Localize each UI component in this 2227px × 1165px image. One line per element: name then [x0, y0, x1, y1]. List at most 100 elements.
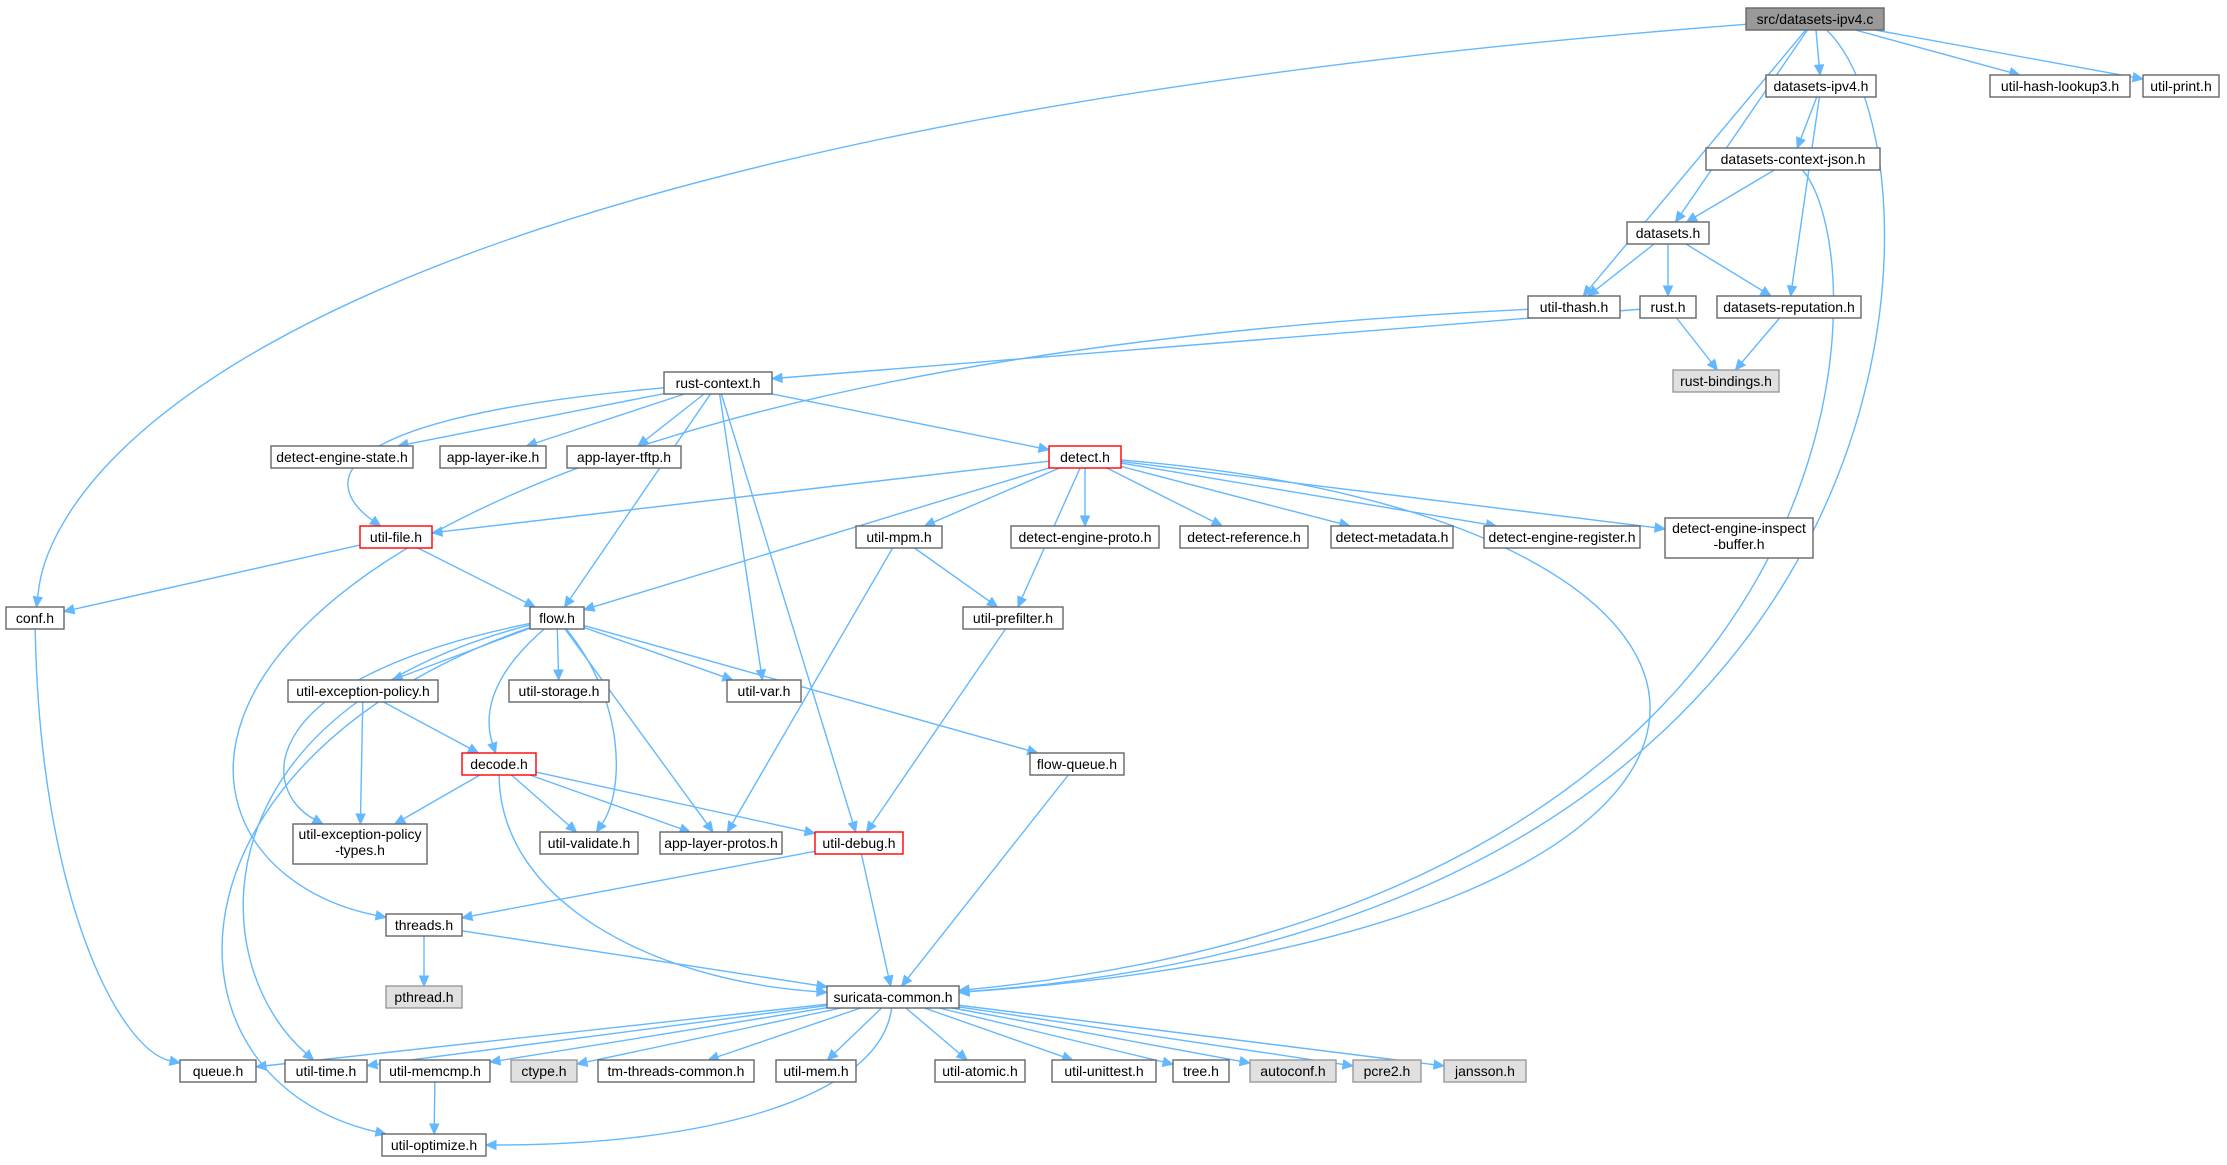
node-umem[interactable]: util-mem.h — [775, 1059, 857, 1083]
node-box — [566, 445, 682, 469]
edge-common-to-pcre2 — [958, 1006, 1355, 1070]
node-label: util-var.h — [738, 683, 791, 699]
arrowhead-icon — [374, 910, 388, 921]
node-common[interactable]: suricata-common.h — [826, 985, 960, 1009]
node-autoconf: autoconf.h — [1249, 1059, 1337, 1083]
node-label: flow.h — [539, 610, 575, 626]
node-label: util-debug.h — [822, 835, 895, 851]
edge-common-to-jansson — [958, 1004, 1446, 1070]
edge-mpm-to-alproto — [726, 547, 894, 834]
edge-line — [968, 169, 1835, 991]
node-print[interactable]: util-print.h — [2142, 74, 2220, 98]
node-tftp[interactable]: app-layer-tftp.h — [566, 445, 682, 469]
edge-line — [376, 1004, 828, 1066]
node-debug[interactable]: util-debug.h — [814, 831, 904, 855]
node-box — [1664, 517, 1814, 559]
node-ike[interactable]: app-layer-ike.h — [439, 445, 547, 469]
arrowhead-icon — [487, 741, 498, 755]
arrowhead-icon — [368, 515, 382, 527]
edge-line — [34, 628, 171, 1062]
node-ds_ipv4_h[interactable]: datasets-ipv4.h — [1765, 74, 1877, 98]
edge-common-to-tree — [938, 1007, 1175, 1067]
node-dproto[interactable]: detect-engine-proto.h — [1010, 525, 1160, 549]
edge-ds_ipv4_h-to-ctxjson — [1796, 96, 1818, 150]
arrowhead-icon — [1079, 515, 1091, 528]
edge-datasets-to-reputation — [1685, 243, 1773, 297]
node-validate[interactable]: util-validate.h — [539, 831, 639, 855]
edge-common-to-utime — [365, 1004, 828, 1070]
arrowhead-icon — [1662, 285, 1674, 298]
node-label: util-time.h — [296, 1063, 357, 1079]
node-storage[interactable]: util-storage.h — [508, 679, 610, 703]
node-optimize[interactable]: util-optimize.h — [381, 1133, 487, 1157]
node-tree[interactable]: tree.h — [1172, 1059, 1230, 1083]
node-label: suricata-common.h — [833, 989, 952, 1005]
arrowhead-icon — [955, 1049, 968, 1061]
node-reputation[interactable]: datasets-reputation.h — [1716, 295, 1862, 319]
node-box — [826, 985, 960, 1009]
edge-detect-to-dinsp — [1120, 460, 1667, 533]
edge-src-to-conf — [32, 23, 1747, 609]
edge-flow-to-utime — [242, 624, 531, 1061]
arrowhead-icon — [311, 814, 325, 825]
node-label: util-mpm.h — [866, 529, 931, 545]
edge-utilfile-to-flow — [417, 547, 537, 608]
edge-src-to-ds_ipv4_h — [1813, 29, 1825, 77]
edge-common-to-ctype — [575, 1007, 842, 1067]
node-var[interactable]: util-var.h — [726, 679, 802, 703]
arrowhead-icon — [466, 743, 480, 754]
node-box — [1483, 525, 1641, 549]
node-rustctx[interactable]: rust-context.h — [663, 371, 773, 395]
node-flow[interactable]: flow.h — [529, 606, 585, 630]
node-dinsp[interactable]: detect-engine-inspect-buffer.h — [1664, 517, 1814, 559]
node-queue[interactable]: queue.h — [179, 1059, 257, 1083]
node-threads[interactable]: threads.h — [385, 913, 463, 937]
node-box — [962, 606, 1064, 630]
node-detect[interactable]: detect.h — [1048, 445, 1122, 469]
node-box — [597, 1059, 755, 1083]
node-exctypes[interactable]: util-exception-policy-types.h — [292, 823, 428, 865]
node-box — [1249, 1059, 1337, 1083]
edge-line — [265, 1003, 828, 1067]
node-label: app-layer-protos.h — [664, 835, 778, 851]
edge-thash-to-threads — [232, 308, 1529, 921]
node-src[interactable]: src/datasets-ipv4.c — [1745, 7, 1885, 31]
node-flowq[interactable]: flow-queue.h — [1029, 752, 1125, 776]
edge-line — [583, 624, 1029, 751]
edge-common-to-tmthreads — [707, 1007, 861, 1062]
node-dmeta[interactable]: detect-metadata.h — [1330, 525, 1454, 549]
node-prefilter[interactable]: util-prefilter.h — [962, 606, 1064, 630]
edge-threads-to-common — [461, 930, 829, 991]
node-conf[interactable]: conf.h — [5, 606, 65, 630]
node-utime[interactable]: util-time.h — [284, 1059, 368, 1083]
edge-line — [781, 308, 1641, 379]
edge-line — [564, 628, 708, 825]
node-label: detect-metadata.h — [1336, 529, 1449, 545]
node-tmthreads[interactable]: tm-threads-common.h — [597, 1059, 755, 1083]
node-utilfile[interactable]: util-file.h — [359, 525, 433, 549]
node-thash[interactable]: util-thash.h — [1527, 295, 1621, 319]
edge-line — [441, 460, 1050, 533]
node-des[interactable]: detect-engine-state.h — [270, 445, 414, 469]
node-box — [775, 1059, 857, 1083]
node-label: util-storage.h — [519, 683, 600, 699]
node-ctxjson[interactable]: datasets-context-json.h — [1705, 147, 1881, 171]
node-exc[interactable]: util-exception-policy.h — [287, 679, 439, 703]
edge-line — [461, 930, 818, 987]
node-alproto[interactable]: app-layer-protos.h — [659, 831, 783, 855]
node-mpm[interactable]: util-mpm.h — [855, 525, 943, 549]
node-hashlookup[interactable]: util-hash-lookup3.h — [1989, 74, 2131, 98]
edge-rusth-to-rustctx — [770, 308, 1641, 384]
node-datasets[interactable]: datasets.h — [1626, 221, 1710, 245]
node-unittest[interactable]: util-unittest.h — [1051, 1059, 1157, 1083]
node-rusth[interactable]: rust.h — [1639, 295, 1697, 319]
node-memcmp[interactable]: util-memcmp.h — [379, 1059, 491, 1083]
node-label: app-layer-ike.h — [447, 449, 540, 465]
node-dreg[interactable]: detect-engine-register.h — [1483, 525, 1641, 549]
node-decode[interactable]: decode.h — [461, 752, 537, 776]
edge-line — [1791, 96, 1821, 287]
arrowhead-icon — [883, 974, 894, 988]
edge-datasets-to-thash — [1587, 243, 1655, 297]
node-atomic[interactable]: util-atomic.h — [934, 1059, 1026, 1083]
node-dref[interactable]: detect-reference.h — [1179, 525, 1309, 549]
